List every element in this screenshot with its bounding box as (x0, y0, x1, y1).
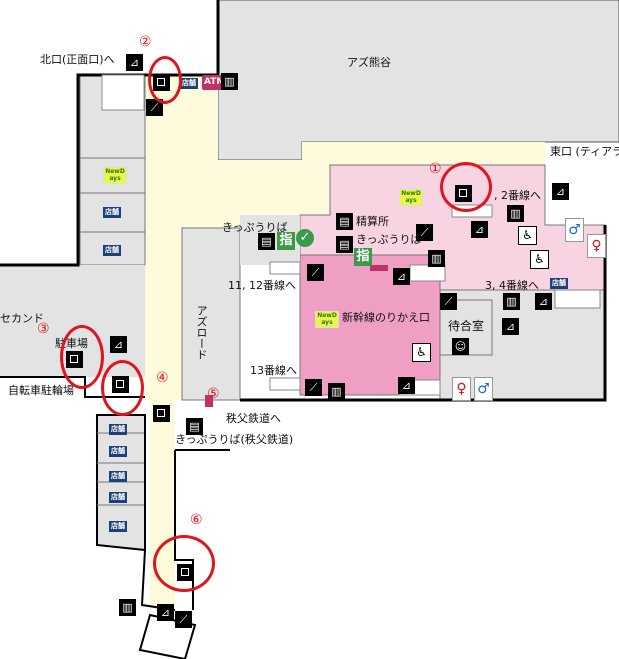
marker-4: ④ (156, 370, 169, 386)
toilet-women-icon: ♀ (452, 377, 471, 401)
shop-badge: 店舗 (109, 521, 127, 532)
stairs-icon: ⊿ (471, 221, 488, 238)
north-exit-label: 北口(正面口)へ (40, 53, 115, 66)
elevator-icon: ▥ (221, 73, 238, 90)
ticket-machine-icon: ▤ (336, 213, 353, 230)
asu-kumagaya-label: アズ熊谷 (347, 56, 391, 69)
elevator-icon: ▥ (119, 599, 136, 616)
shop-badge: 店舗 (109, 446, 127, 457)
shop-badge: 店舗 (109, 471, 127, 482)
chichibu-label: 秩父鉄道へ (226, 412, 281, 425)
escalator-icon: ⟋ (416, 224, 433, 241)
elevator-icon: ▥ (507, 205, 524, 222)
check-icon: ✓ (296, 229, 314, 247)
ticket-machine-icon: ▤ (336, 236, 353, 253)
shop-badge: 店舗 (103, 245, 121, 256)
escalator-icon: ⟋ (146, 99, 163, 116)
locker-highlight-2 (148, 56, 182, 104)
stairs-icon: ⊿ (535, 293, 552, 310)
stairs-icon: ⊿ (398, 377, 415, 394)
stairs-icon: ⊿ (126, 54, 143, 71)
shinkansen-transfer-label: 新幹線のりかえ口 (342, 311, 430, 324)
elevator-icon: ▥ (503, 293, 520, 310)
locker-highlight-4 (101, 360, 144, 416)
shop-badge: 店舗 (109, 492, 127, 503)
escalator-icon: ⟋ (175, 611, 192, 628)
ticket-office-2-label: きっぷうりば (356, 233, 422, 246)
waiting-room-label: 待合室 (448, 319, 485, 333)
newdays-logo: NewDays (315, 311, 339, 328)
elevator-icon: ▥ (428, 250, 445, 267)
stairs-icon: ⊿ (110, 336, 127, 353)
marker-2: ② (139, 34, 152, 50)
asu-road-block (181, 227, 241, 401)
ticket-office-label: きっぷうりば (222, 221, 288, 234)
ticket-machine-icon: ▤ (258, 233, 275, 250)
locker-highlight-1 (440, 162, 492, 212)
escalator-icon: ⟋ (440, 293, 457, 310)
marker-6: ⑥ (190, 512, 203, 528)
reserved-seat-window: 指 (354, 248, 372, 266)
shop-badge: 店舗 (103, 207, 121, 218)
lines-13-label: 13番線へ (250, 364, 297, 377)
locker-highlight-3 (60, 325, 104, 389)
escalator-icon: ⟋ (305, 379, 322, 396)
shop-badge: 店舗 (550, 278, 568, 289)
fare-adjust-label: 精算所 (356, 215, 389, 228)
shop-badge: 店舗 (180, 78, 198, 89)
toilet-women-icon: ♀ (587, 234, 606, 258)
marker-1: ① (429, 161, 442, 177)
corridor (145, 75, 545, 610)
bicycle-parking-label: 自転車駐輪場 (8, 384, 74, 397)
toilet-men-icon: ♂ (474, 377, 493, 401)
wheelchair-icon: ♿ (518, 226, 537, 245)
stairs-icon: ⊿ (502, 318, 519, 335)
lines-3-4-label: 3, 4番線へ (485, 279, 539, 292)
toilet-men-icon: ♂ (565, 218, 584, 242)
shop-badge: 店舗 (109, 424, 127, 435)
escalator-icon: ⟋ (307, 264, 324, 281)
stairs-icon: ⊿ (552, 183, 569, 200)
wheelchair-icon: ♿ (412, 343, 431, 362)
locker-icon[interactable] (153, 405, 170, 422)
locker-highlight-6 (153, 535, 215, 592)
stairs-icon: ⊿ (157, 604, 174, 621)
newdays-logo: NewDays (103, 167, 127, 184)
newdays-logo: NewDays (399, 189, 423, 206)
second-label: セカンド (0, 312, 44, 325)
marker-3: ③ (37, 321, 50, 337)
lines-11-12-label: 11, 12番線へ (228, 279, 296, 292)
elevator-icon: ▥ (328, 383, 345, 400)
marker-5: ⑤ (207, 386, 220, 402)
asu-road-label: アズロード (195, 305, 208, 360)
stairs-icon: ⊿ (393, 268, 410, 285)
chichibu-tickets-label: きっぷうりば(秩父鉄道) (175, 433, 294, 446)
baby-room-icon: ☺ (452, 338, 469, 355)
wheelchair-icon: ♿ (530, 250, 549, 269)
east-exit-label: 東口 (ティアラ (550, 145, 619, 158)
ticket-machine-icon: ▤ (186, 418, 203, 435)
lines-1-2-label: , 2番線へ (494, 189, 541, 202)
reserved-seat-window: 指 (277, 232, 295, 250)
asu-kumagaya-block (217, 0, 619, 161)
